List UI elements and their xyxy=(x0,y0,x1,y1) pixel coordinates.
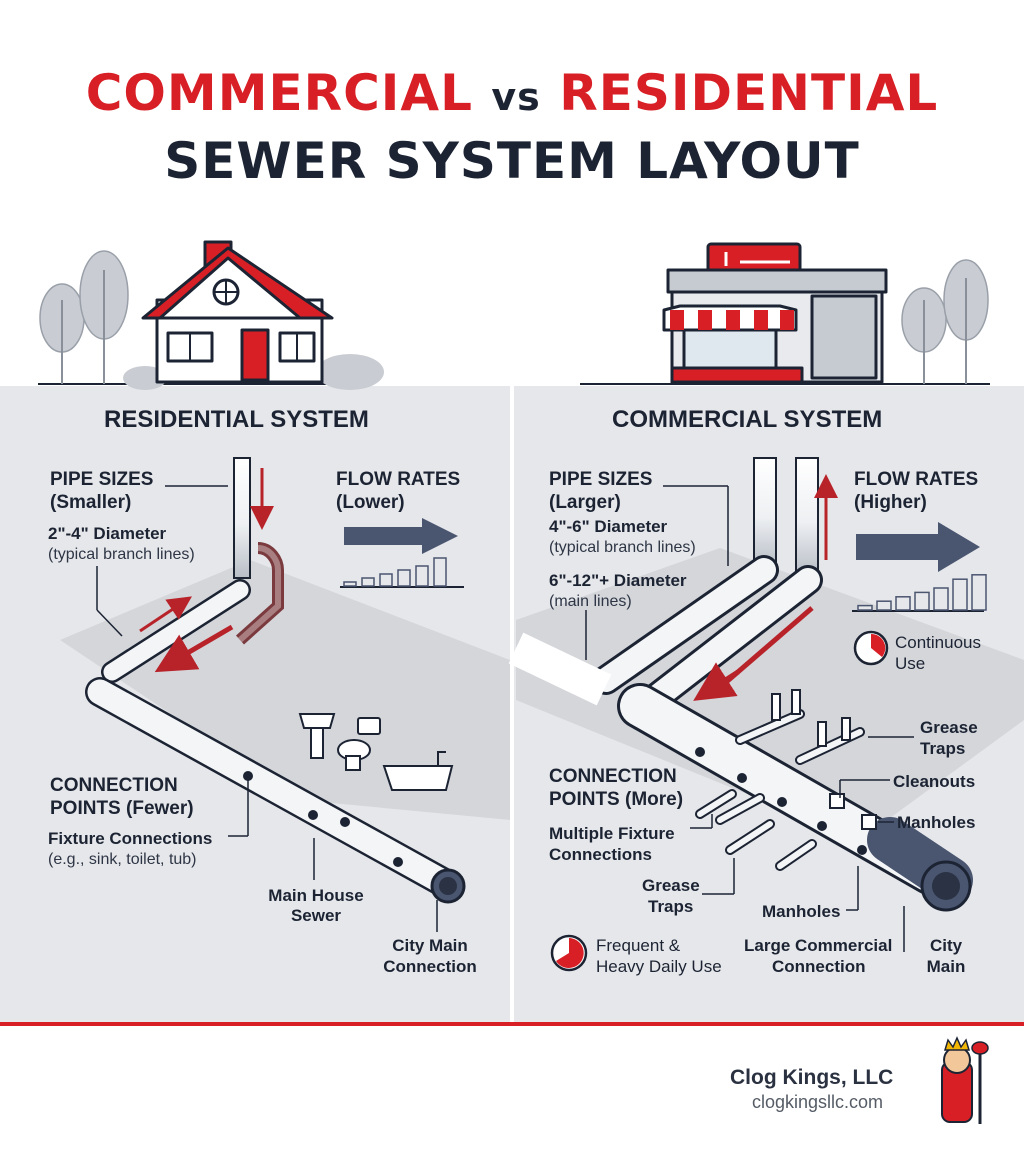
king-mascot-icon xyxy=(941,1036,989,1124)
res-diameter: 2"-4" Diameter xyxy=(48,524,167,543)
flow-bar xyxy=(857,604,873,611)
res-pipe-sizes-title: PIPE SIZES xyxy=(50,469,154,490)
res-fixture-note: (e.g., sink, toilet, tub) xyxy=(48,851,197,868)
com-connection-qual: POINTS (More) xyxy=(549,789,684,810)
res-connection-title: CONNECTION xyxy=(50,775,178,796)
res-fixture: Fixture Connections xyxy=(48,829,213,848)
res-flow-title: FLOW RATES xyxy=(336,469,461,490)
flow-bar xyxy=(361,577,375,587)
flow-bar xyxy=(379,573,393,587)
res-city-2: Connection xyxy=(383,957,477,976)
residential-heading: RESIDENTIAL SYSTEM xyxy=(104,406,369,433)
com-manholes-bottom: Manholes xyxy=(762,902,841,921)
brand-url: clogkingsllc.com xyxy=(752,1092,884,1112)
com-continuous-2: Use xyxy=(895,654,926,673)
footer-divider xyxy=(0,1022,1024,1026)
com-multiple-2: Connections xyxy=(549,845,652,864)
house-icon xyxy=(141,240,334,384)
com-large-2: Connection xyxy=(772,957,866,976)
title-vs: vs xyxy=(491,75,541,119)
com-continuous-1: Continuous xyxy=(895,633,982,652)
title-commercial: COMMERCIAL xyxy=(85,64,473,122)
res-flow-bars xyxy=(343,557,447,587)
com-connection-title: CONNECTION xyxy=(549,766,677,787)
flow-bar xyxy=(415,565,429,587)
res-pipe-sizes-qual: (Smaller) xyxy=(50,492,132,513)
page-title-line-2: SEWER SYSTEM LAYOUT xyxy=(164,132,860,190)
flow-bar xyxy=(343,581,357,587)
com-grease-right-2: Traps xyxy=(920,739,966,758)
flow-bar xyxy=(933,587,949,611)
res-connection-qual: POINTS (Fewer) xyxy=(50,798,194,819)
store-icon xyxy=(662,242,888,384)
com-multiple-1: Multiple Fixture xyxy=(549,824,675,843)
com-pipe-sizes-qual: (Larger) xyxy=(549,492,621,513)
clock-icon xyxy=(853,630,889,666)
brand-name: Clog Kings, LLC xyxy=(730,1066,894,1089)
flow-bar xyxy=(433,557,447,587)
commercial-pipe-system xyxy=(508,457,1024,952)
flow-bar xyxy=(914,591,930,611)
tree-icon xyxy=(901,259,989,353)
toilet-icon xyxy=(337,717,381,771)
sink-icon xyxy=(298,713,336,759)
flow-bar xyxy=(971,574,987,611)
tub-icon xyxy=(382,751,454,791)
res-flow-qual: (Lower) xyxy=(336,492,405,513)
residential-pipe-system xyxy=(60,457,588,972)
title-residential: RESIDENTIAL xyxy=(559,64,939,122)
com-diameter-note: (typical branch lines) xyxy=(549,539,696,556)
res-city-1: City Main xyxy=(392,936,468,955)
com-cleanouts: Cleanouts xyxy=(893,772,976,791)
com-pipe-sizes-title: PIPE SIZES xyxy=(549,469,653,490)
page-title-line-1: COMMERCIAL vs RESIDENTIAL xyxy=(0,62,1024,128)
panel-divider xyxy=(510,386,514,976)
com-flow-bars xyxy=(857,574,987,611)
res-main-house-1: Main House xyxy=(268,886,364,905)
com-diameter: 4"-6" Diameter xyxy=(549,517,668,536)
com-flow-title: FLOW RATES xyxy=(854,469,979,490)
flow-bar xyxy=(876,600,892,611)
flow-bar xyxy=(895,596,911,611)
com-large-1: Large Commercial xyxy=(744,936,893,955)
com-grease-left-2: Traps xyxy=(648,897,694,916)
flow-bar xyxy=(952,578,968,611)
clock-icon xyxy=(550,934,588,972)
usage-note-2: Heavy Daily Use xyxy=(596,957,722,976)
residential-house-scene xyxy=(38,240,384,390)
res-main-house-2: Sewer xyxy=(290,906,342,925)
com-manholes-right: Manholes xyxy=(897,813,976,832)
res-diameter-note: (typical branch lines) xyxy=(48,546,195,563)
usage-note-1: Frequent & xyxy=(596,936,681,955)
com-main-diameter: 6"-12"+ Diameter xyxy=(549,571,687,590)
com-main-note: (main lines) xyxy=(549,593,632,610)
com-flow-qual: (Higher) xyxy=(854,492,927,513)
commercial-heading: COMMERCIAL SYSTEM xyxy=(612,406,883,433)
com-grease-left-1: Grease xyxy=(642,876,700,895)
com-grease-right-1: Grease xyxy=(920,718,978,737)
commercial-store-scene xyxy=(580,242,990,385)
com-city-2: Main xyxy=(926,957,966,976)
tree-icon xyxy=(39,250,129,353)
com-city-1: City xyxy=(929,936,963,955)
flow-bar xyxy=(397,569,411,587)
